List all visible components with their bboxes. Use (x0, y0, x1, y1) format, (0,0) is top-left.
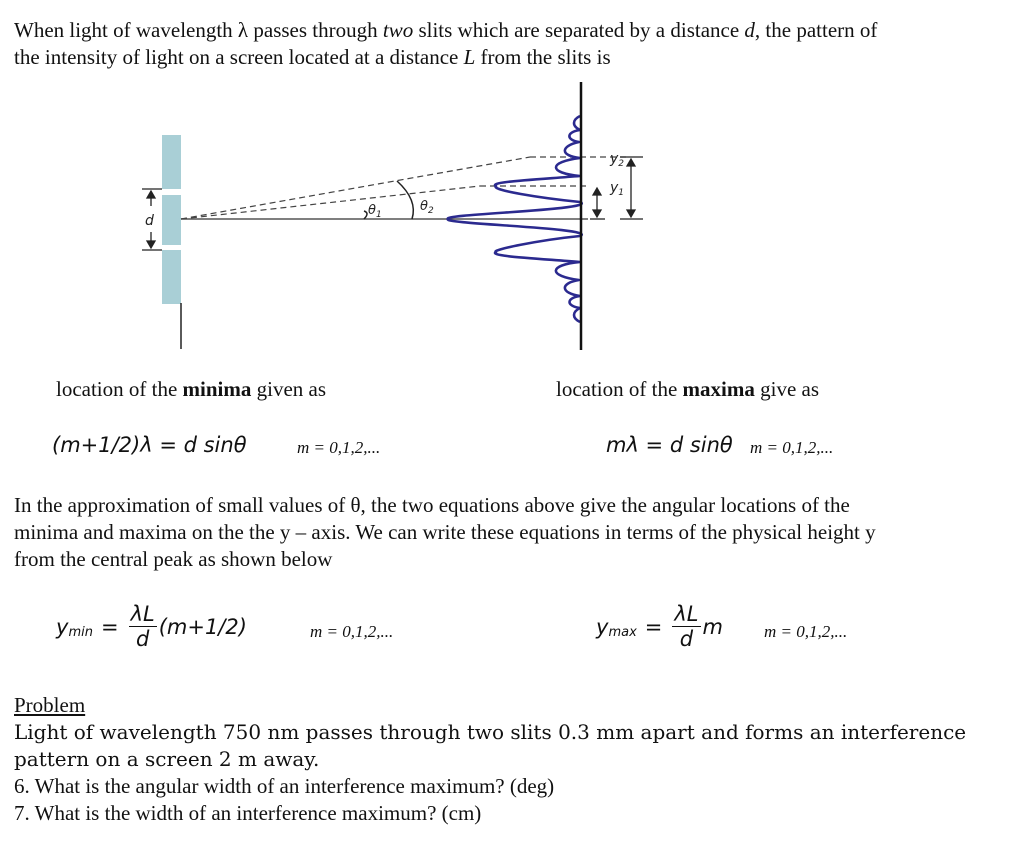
label-d: d (145, 213, 154, 229)
approximation-paragraph: In the approximation of small values of … (14, 492, 1014, 573)
intro-paragraph: When light of wavelength λ passes throug… (14, 17, 1014, 71)
angle-arc-theta1 (363, 210, 368, 220)
problem-heading: Problem (14, 693, 86, 717)
label-y1: y1 (609, 180, 624, 198)
double-slit-diagram: d θ1 θ2 y1 y2 (142, 82, 643, 350)
problem-line-1: Light of wavelength 750 nm passes throug… (14, 720, 967, 744)
maxima-range: m = 0,1,2,... (750, 438, 834, 457)
minima-equation: (m+1/2)λ = d sinθ (52, 433, 247, 457)
angle-arc-theta2 (396, 180, 415, 220)
label-theta1: θ1 (368, 203, 382, 220)
y2-dimension-arrow (620, 156, 643, 220)
ymin-fraction: λL d (128, 602, 157, 651)
intensity-curve (446, 114, 583, 324)
ymin-equation: y min = λL d (m+1/2) (56, 602, 247, 651)
approx-line-1: In the approximation of small values of … (14, 493, 850, 517)
maxima-caption: location of the maxima give as (556, 377, 820, 401)
ray-theta1 (180, 185, 481, 220)
question-6: 6. What is the angular width of an inter… (14, 774, 555, 798)
minima-range: m = 0,1,2,... (297, 438, 381, 457)
maxima-equation: mλ = d sinθ (606, 433, 733, 457)
slit-barrier (162, 135, 182, 349)
y1-dimension-arrow (590, 186, 605, 220)
label-y2: y2 (609, 151, 624, 169)
ray-theta2 (180, 156, 531, 220)
question-7: 7. What is the width of an interference … (14, 801, 482, 825)
minima-caption: location of the minima given as (56, 377, 327, 401)
ymax-fraction: λL d (672, 602, 701, 651)
ymin-range: m = 0,1,2,... (310, 622, 394, 641)
approx-line-2: minima and maxima on the the y – axis. W… (14, 520, 876, 544)
problem-section: Problem Light of wavelength 750 nm passe… (14, 692, 1014, 827)
ymax-equation: y max = λL d m (596, 602, 723, 651)
label-theta2: θ2 (420, 199, 434, 216)
ymax-range: m = 0,1,2,... (764, 622, 848, 641)
intro-line-2: the intensity of light on a screen locat… (14, 45, 611, 69)
problem-line-2: pattern on a screen 2 m away. (14, 747, 320, 771)
approx-line-3: from the central peak as shown below (14, 547, 333, 571)
d-dimension-arrow (142, 188, 162, 251)
intro-line-1: When light of wavelength λ passes throug… (14, 18, 878, 42)
